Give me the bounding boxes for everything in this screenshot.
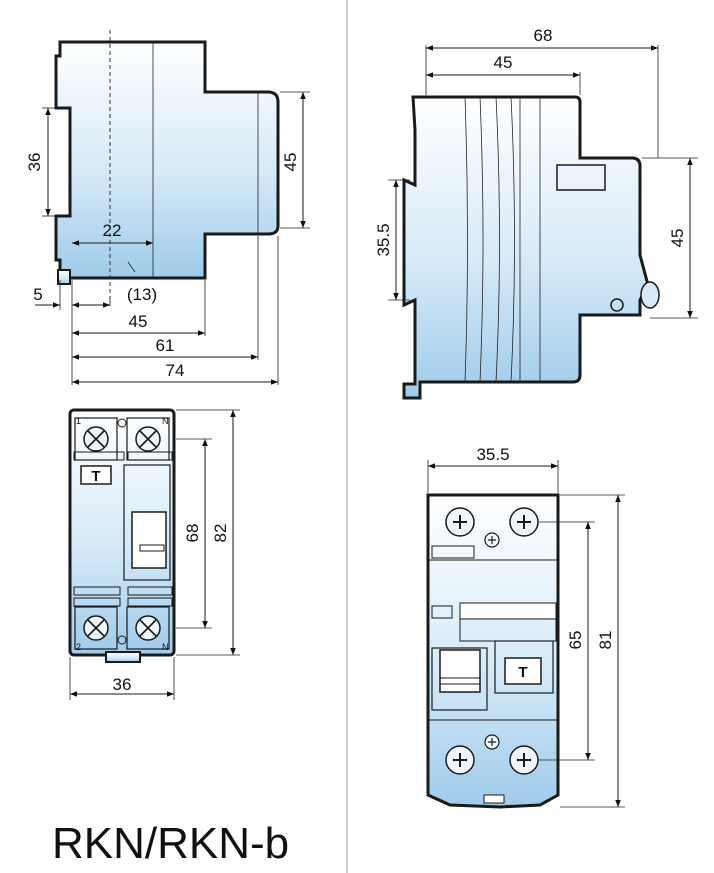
side-view-left: 36 45 22 5 (13) 45 61 74 [25, 30, 310, 385]
dim-61: 61 [156, 336, 175, 355]
dim-68-front: 68 [183, 524, 202, 543]
side-view-right: 68 45 35.5 45 [374, 26, 698, 400]
product-name: RKN/RKN-b [52, 819, 289, 868]
dim-5: 5 [33, 285, 42, 304]
dim-35-5-vertical: 35.5 [374, 223, 393, 256]
front-view-left: 1 N T 2 N 68 82 36 [68, 408, 240, 700]
dim-13: (13) [127, 285, 157, 304]
test-button-right [504, 657, 542, 685]
front-view-right: T 35.5 65 81 [426, 445, 625, 809]
terminal-label-1: 1 [76, 416, 81, 426]
dim-81-front: 81 [596, 631, 615, 650]
dim-45-top: 45 [494, 53, 513, 72]
dim-22: 22 [103, 221, 122, 240]
test-button-label-left: T [91, 468, 100, 485]
dim-36-left: 36 [25, 153, 44, 172]
dim-45-right: 45 [668, 229, 687, 248]
dim-45-horizontal: 45 [129, 312, 148, 331]
dim-74: 74 [166, 361, 185, 380]
dim-82-front: 82 [211, 524, 230, 543]
dim-45-left: 45 [281, 153, 300, 172]
dim-68-top: 68 [534, 26, 553, 45]
test-button-label-right: T [518, 664, 527, 681]
dim-65-front: 65 [566, 631, 585, 650]
terminal-label-n-top: N [162, 416, 169, 426]
test-button-left [80, 465, 112, 485]
dim-35-5-front: 35.5 [476, 445, 509, 464]
dim-36-front: 36 [113, 675, 132, 694]
terminal-label-2: 2 [76, 642, 81, 652]
terminal-label-n-bottom: N [162, 642, 169, 652]
